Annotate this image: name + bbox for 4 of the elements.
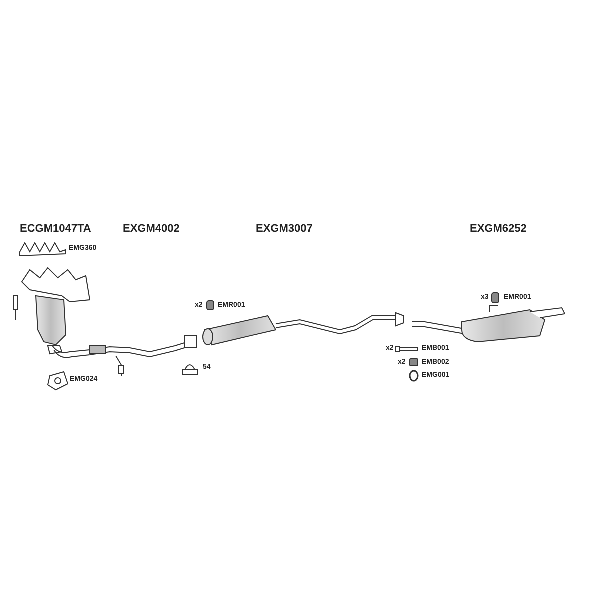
part-number: EXGM4002 xyxy=(123,223,180,235)
part-number: EXGM6252 xyxy=(470,223,527,235)
part-number: EXGM3007 xyxy=(256,223,313,235)
part-number: ECGM1047TA xyxy=(20,223,92,235)
